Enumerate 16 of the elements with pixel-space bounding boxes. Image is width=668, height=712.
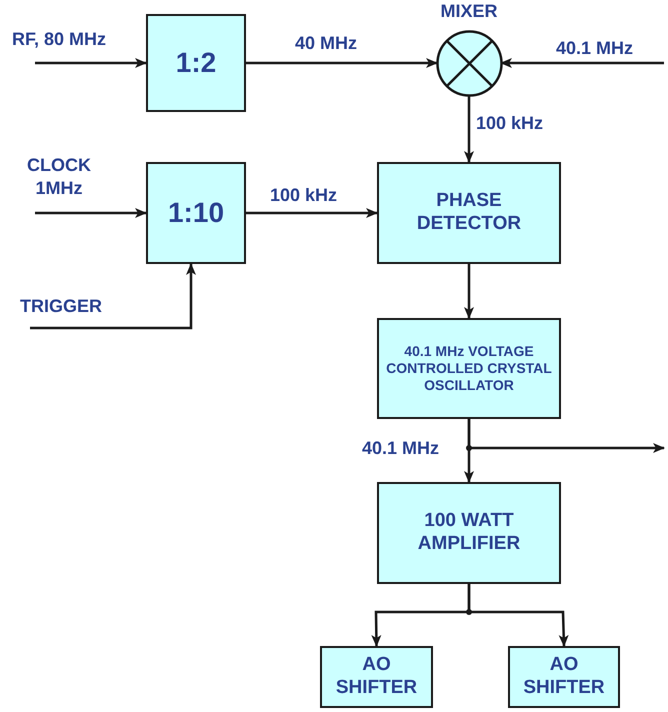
signal-arrow — [30, 263, 196, 330]
signal-arrow — [468, 584, 569, 647]
shifter-box: AO SHIFTER — [320, 646, 433, 708]
signal-arrow — [246, 208, 378, 218]
phase-detector-box: PHASE DETECTOR — [377, 162, 561, 264]
signal-arrow — [468, 419, 665, 453]
amplifier-box: 100 WATT AMPLIFIER — [377, 482, 561, 584]
signal-arrow — [246, 58, 438, 68]
signal-arrow — [35, 208, 147, 218]
signal-arrow — [464, 264, 474, 319]
signal-arrow — [500, 58, 664, 68]
signal-arrow — [464, 95, 474, 163]
signal-arrow — [35, 58, 147, 68]
mixer-label: MIXER — [439, 1, 498, 22]
oscillator-box: 40.1 MHz VOLTAGE CONTROLLED CRYSTAL OSCILLATOR — [377, 318, 561, 419]
shifter-box: AO SHIFTER — [508, 646, 620, 708]
